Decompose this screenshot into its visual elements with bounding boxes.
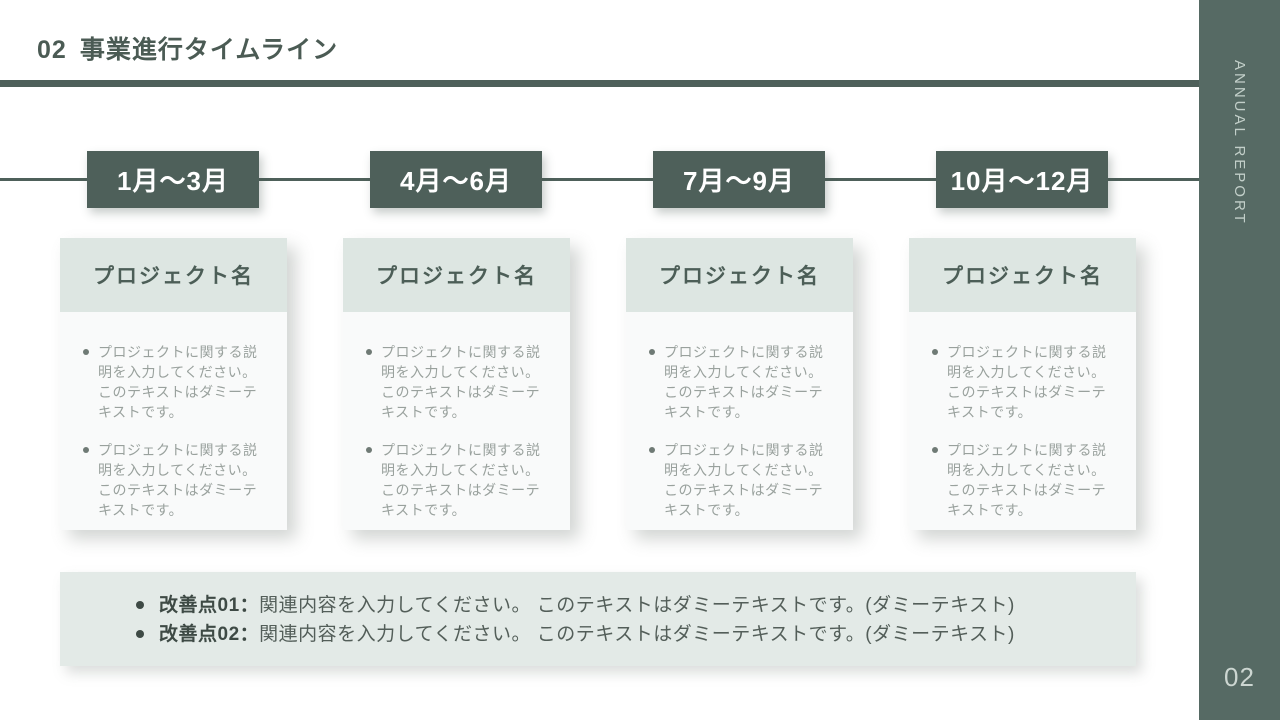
improvement-text: 関連内容を入力してください。 このテキストはダミーテキストです。(ダミーテキスト… (259, 595, 1015, 616)
bullet-dot-icon (932, 349, 938, 355)
project-card-bullets: プロジェクトに関する説明を入力してください。このテキストはダミーテキストです。 … (626, 312, 853, 520)
page-title-number: 02 (37, 36, 67, 64)
project-bullet: プロジェクトに関する説明を入力してください。このテキストはダミーテキストです。 (365, 342, 554, 422)
improvement-item-2: 改善点02：関連内容を入力してください。 このテキストはダミーテキストです。(ダ… (136, 620, 1116, 649)
project-bullet-text: プロジェクトに関する説明を入力してください。このテキストはダミーテキストです。 (947, 442, 1107, 518)
project-card-4: プロジェクト名 プロジェクトに関する説明を入力してください。このテキストはダミー… (909, 238, 1136, 530)
bullet-dot-icon (366, 447, 372, 453)
bullet-dot-icon (83, 349, 89, 355)
project-bullet: プロジェクトに関する説明を入力してください。このテキストはダミーテキストです。 (82, 440, 271, 520)
project-bullet-text: プロジェクトに関する説明を入力してください。このテキストはダミーテキストです。 (664, 442, 824, 518)
project-card-title: プロジェクト名 (909, 238, 1136, 312)
improvement-label: 改善点01： (159, 595, 260, 616)
project-bullet-text: プロジェクトに関する説明を入力してください。このテキストはダミーテキストです。 (98, 442, 258, 518)
bullet-dot-icon (83, 447, 89, 453)
page-number: 02 (1224, 662, 1255, 692)
improvement-text: 関連内容を入力してください。 このテキストはダミーテキストです。(ダミーテキスト… (259, 624, 1015, 645)
project-card-title: プロジェクト名 (626, 238, 853, 312)
project-bullet-text: プロジェクトに関する説明を入力してください。このテキストはダミーテキストです。 (947, 344, 1107, 420)
improvements-panel: 改善点01：関連内容を入力してください。 このテキストはダミーテキストです。(ダ… (60, 572, 1136, 666)
project-card-title: プロジェクト名 (343, 238, 570, 312)
page-title-text: 事業進行タイムライン (79, 36, 339, 64)
sidebar: ANNUAL REPORT 02 (1199, 0, 1280, 720)
bullet-dot-icon (649, 349, 655, 355)
timeline-period-q2: 4月〜6月 (370, 151, 542, 208)
project-card-bullets: プロジェクトに関する説明を入力してください。このテキストはダミーテキストです。 … (343, 312, 570, 520)
timeline-axis-line (0, 178, 1199, 181)
project-bullet: プロジェクトに関する説明を入力してください。このテキストはダミーテキストです。 (931, 440, 1120, 520)
project-card-bullets: プロジェクトに関する説明を入力してください。このテキストはダミーテキストです。 … (909, 312, 1136, 520)
bullet-dot-icon (649, 447, 655, 453)
timeline-period-q3: 7月〜9月 (653, 151, 825, 208)
timeline-period-q4: 10月〜12月 (936, 151, 1108, 208)
project-bullet: プロジェクトに関する説明を入力してください。このテキストはダミーテキストです。 (365, 440, 554, 520)
project-bullet: プロジェクトに関する説明を入力してください。このテキストはダミーテキストです。 (931, 342, 1120, 422)
project-bullet: プロジェクトに関する説明を入力してください。このテキストはダミーテキストです。 (648, 440, 837, 520)
improvement-label: 改善点02： (159, 624, 260, 645)
project-card-1: プロジェクト名 プロジェクトに関する説明を入力してください。このテキストはダミー… (60, 238, 287, 530)
project-bullet: プロジェクトに関する説明を入力してください。このテキストはダミーテキストです。 (82, 342, 271, 422)
bullet-dot-icon (136, 601, 144, 609)
page-title: 02 事業進行タイムライン (37, 30, 338, 66)
project-card-2: プロジェクト名 プロジェクトに関する説明を入力してください。このテキストはダミー… (343, 238, 570, 530)
project-card-3: プロジェクト名 プロジェクトに関する説明を入力してください。このテキストはダミー… (626, 238, 853, 530)
timeline-period-q1: 1月〜3月 (87, 151, 259, 208)
project-bullet-text: プロジェクトに関する説明を入力してください。このテキストはダミーテキストです。 (664, 344, 824, 420)
project-bullet-text: プロジェクトに関する説明を入力してください。このテキストはダミーテキストです。 (381, 442, 541, 518)
project-card-title: プロジェクト名 (60, 238, 287, 312)
bullet-dot-icon (366, 349, 372, 355)
project-bullet: プロジェクトに関する説明を入力してください。このテキストはダミーテキストです。 (648, 342, 837, 422)
annual-report-label: ANNUAL REPORT (1231, 60, 1248, 226)
project-card-bullets: プロジェクトに関する説明を入力してください。このテキストはダミーテキストです。 … (60, 312, 287, 520)
project-bullet-text: プロジェクトに関する説明を入力してください。このテキストはダミーテキストです。 (381, 344, 541, 420)
bullet-dot-icon (932, 447, 938, 453)
title-accent-bar (0, 80, 1199, 87)
bullet-dot-icon (136, 630, 144, 638)
project-bullet-text: プロジェクトに関する説明を入力してください。このテキストはダミーテキストです。 (98, 344, 258, 420)
improvement-item-1: 改善点01：関連内容を入力してください。 このテキストはダミーテキストです。(ダ… (136, 591, 1116, 620)
